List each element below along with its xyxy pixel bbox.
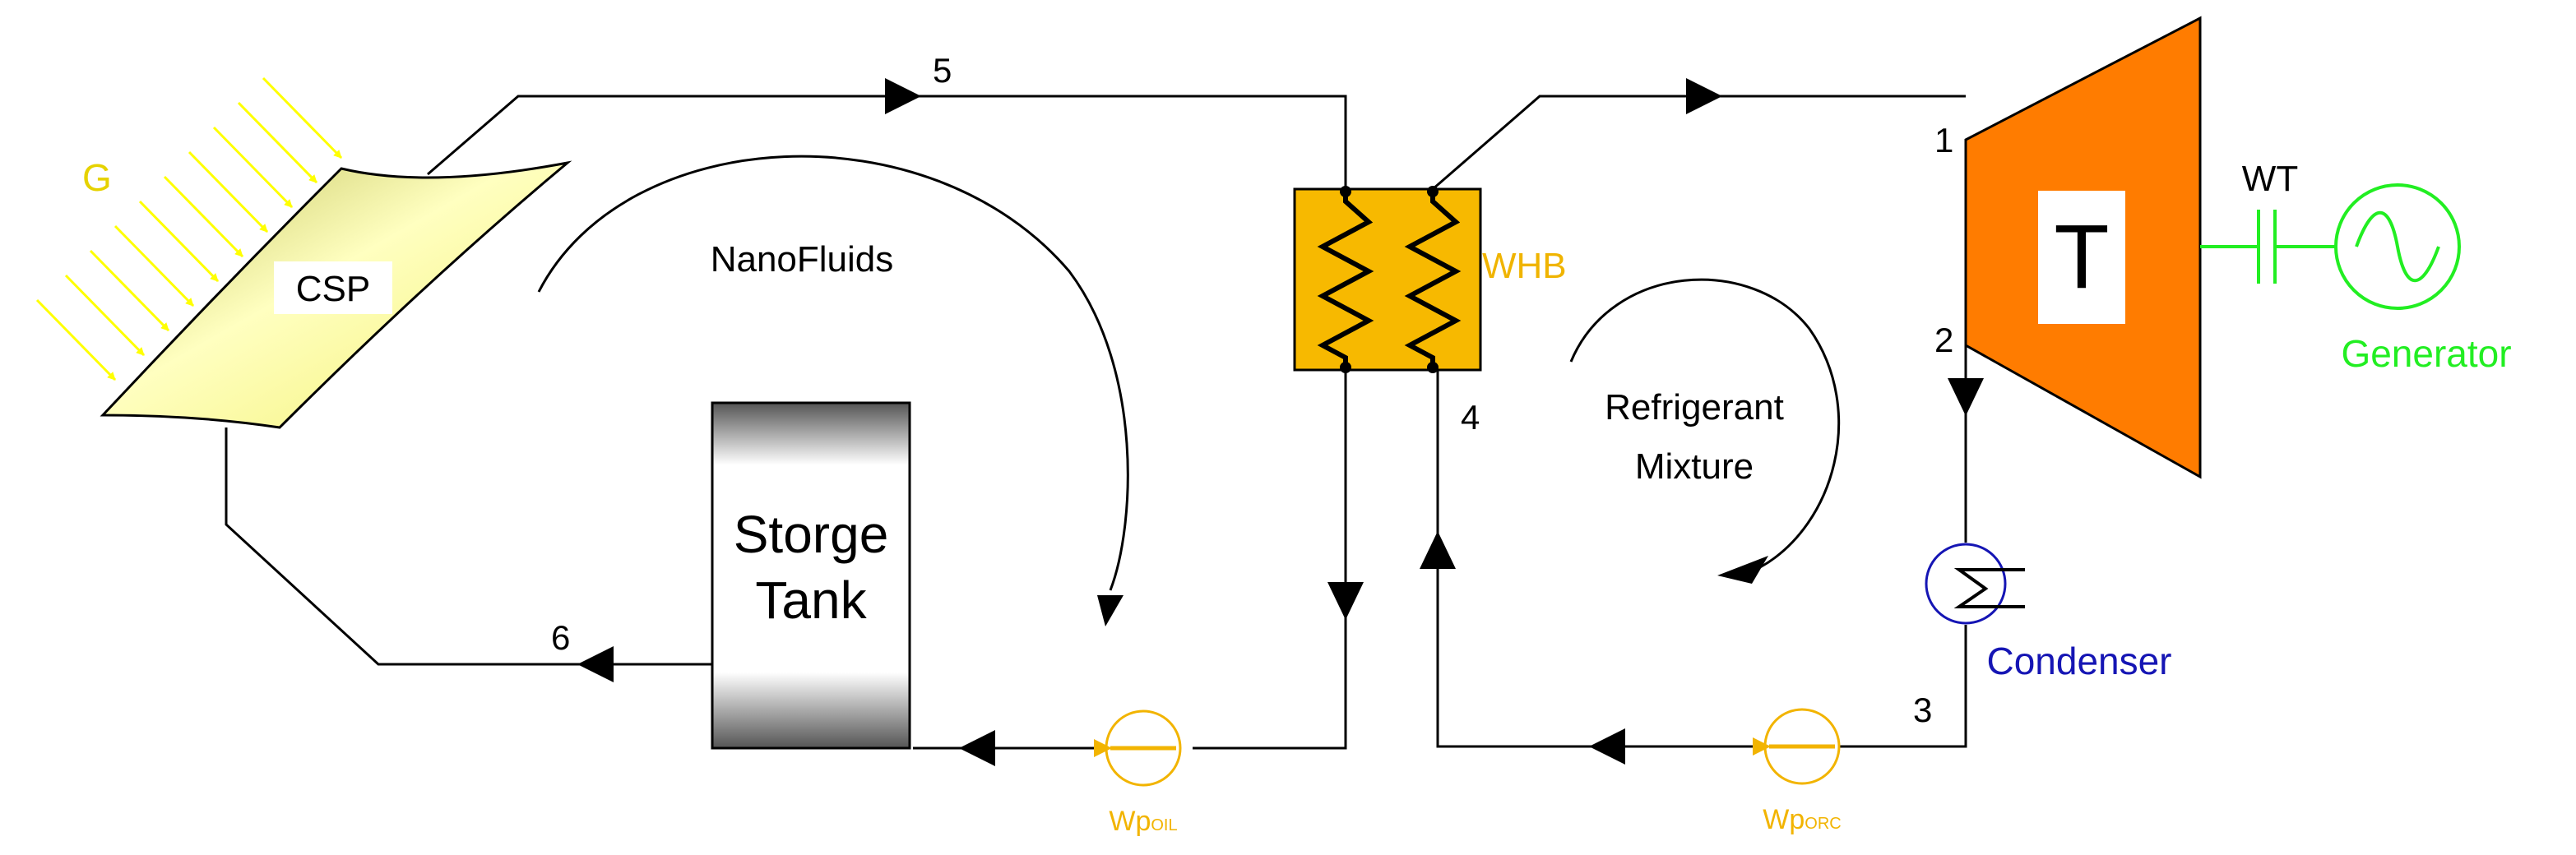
arrow-rays-icon xyxy=(188,150,269,233)
triangle-arrow-icon xyxy=(1717,556,1768,584)
solar-irradiance-label: G xyxy=(82,156,112,199)
nanofluid-loop xyxy=(225,95,1347,750)
state-6-label: 6 xyxy=(551,618,570,657)
condenser-label: Condenser xyxy=(1986,640,2171,682)
triangle-arrow-icon xyxy=(959,730,995,766)
refrigerant-label-line1: Refrigerant xyxy=(1605,387,1784,428)
arrow-rays-icon xyxy=(262,76,343,159)
state-1-label: 1 xyxy=(1934,121,1953,159)
wt-label: WT xyxy=(2242,159,2298,199)
refrigerant-label-line2: Mixture xyxy=(1635,446,1754,487)
arrow-rays-icon xyxy=(138,200,220,283)
state-3-label: 3 xyxy=(1913,691,1932,729)
whb-port xyxy=(1427,186,1439,197)
state-labels: 1 2 3 4 5 6 xyxy=(551,51,1953,729)
pump-oil-sub-label: OIL xyxy=(1151,816,1177,834)
storage-tank-label-line1: Storge xyxy=(734,505,889,564)
triangle-arrow-icon xyxy=(1420,531,1456,569)
svg-text:WpORC: WpORC xyxy=(1763,804,1841,835)
csp-label: CSP xyxy=(296,269,370,309)
arrow-rays-icon xyxy=(114,224,195,307)
nanofluids-label: NanoFluids xyxy=(711,239,894,280)
state-2-label: 2 xyxy=(1934,321,1953,359)
arrow-rays-icon xyxy=(163,175,244,258)
whb-coil-orc xyxy=(1404,189,1462,370)
orc-line-whb-to-turbine xyxy=(1432,95,1966,191)
pump-orc-sub-label: ORC xyxy=(1805,815,1841,833)
pump-orc: WpORC xyxy=(1753,708,1842,835)
storage-tank xyxy=(711,401,911,750)
generator-label: Generator xyxy=(2341,332,2511,375)
state-5-label: 5 xyxy=(933,51,952,90)
nanofluid-circulation-arrow xyxy=(537,155,1129,591)
pump-oil: WpOIL xyxy=(1094,709,1182,837)
triangle-arrow-icon xyxy=(1948,378,1984,416)
triangle-arrow-icon xyxy=(885,78,921,114)
arrow-rays-icon xyxy=(237,101,318,184)
turbine-label: T xyxy=(2054,206,2109,307)
svg-text:WpOIL: WpOIL xyxy=(1109,806,1177,837)
heat-exchanger-symbol xyxy=(1953,568,2025,608)
triangle-arrow-icon xyxy=(1097,595,1124,626)
turbine-label-box xyxy=(2038,191,2125,324)
orc-line-pump-to-whb xyxy=(1436,370,1765,748)
whb-port xyxy=(1340,186,1351,197)
pump-orc-label: Wp xyxy=(1763,804,1805,835)
orc-line-condenser-to-pump xyxy=(1839,625,1967,748)
whb-coil-oil xyxy=(1317,189,1374,370)
solar-rays xyxy=(35,76,343,381)
arrow-rays-icon xyxy=(35,298,117,381)
triangle-arrow-icon xyxy=(1686,78,1722,114)
arrow-rays-icon xyxy=(89,249,170,332)
sine-wave-icon xyxy=(2355,210,2440,283)
condenser xyxy=(1925,543,2007,625)
flow-arrows xyxy=(577,78,1984,766)
storage-tank-label-line2: Tank xyxy=(755,571,867,630)
arrow-rays-icon xyxy=(212,126,294,209)
whb-port xyxy=(1340,362,1351,373)
state-4-label: 4 xyxy=(1461,398,1480,437)
oil-line-tank-to-csp xyxy=(225,428,712,666)
whb-label: WHB xyxy=(1482,246,1567,286)
triangle-arrow-icon xyxy=(1327,582,1364,620)
arrow-rays-icon xyxy=(64,274,146,357)
pump-oil-label: Wp xyxy=(1109,806,1151,837)
whb-port xyxy=(1427,362,1439,373)
refrigerant-circulation-arrow xyxy=(1569,278,1841,569)
oil-line-whb-to-pump xyxy=(1193,370,1347,750)
triangle-arrow-icon xyxy=(577,646,614,682)
csp-label-box xyxy=(274,261,392,314)
turbine-shaft xyxy=(2200,210,2336,284)
triangle-arrow-icon xyxy=(1589,728,1625,765)
oil-line-csp-to-whb xyxy=(427,95,1347,189)
